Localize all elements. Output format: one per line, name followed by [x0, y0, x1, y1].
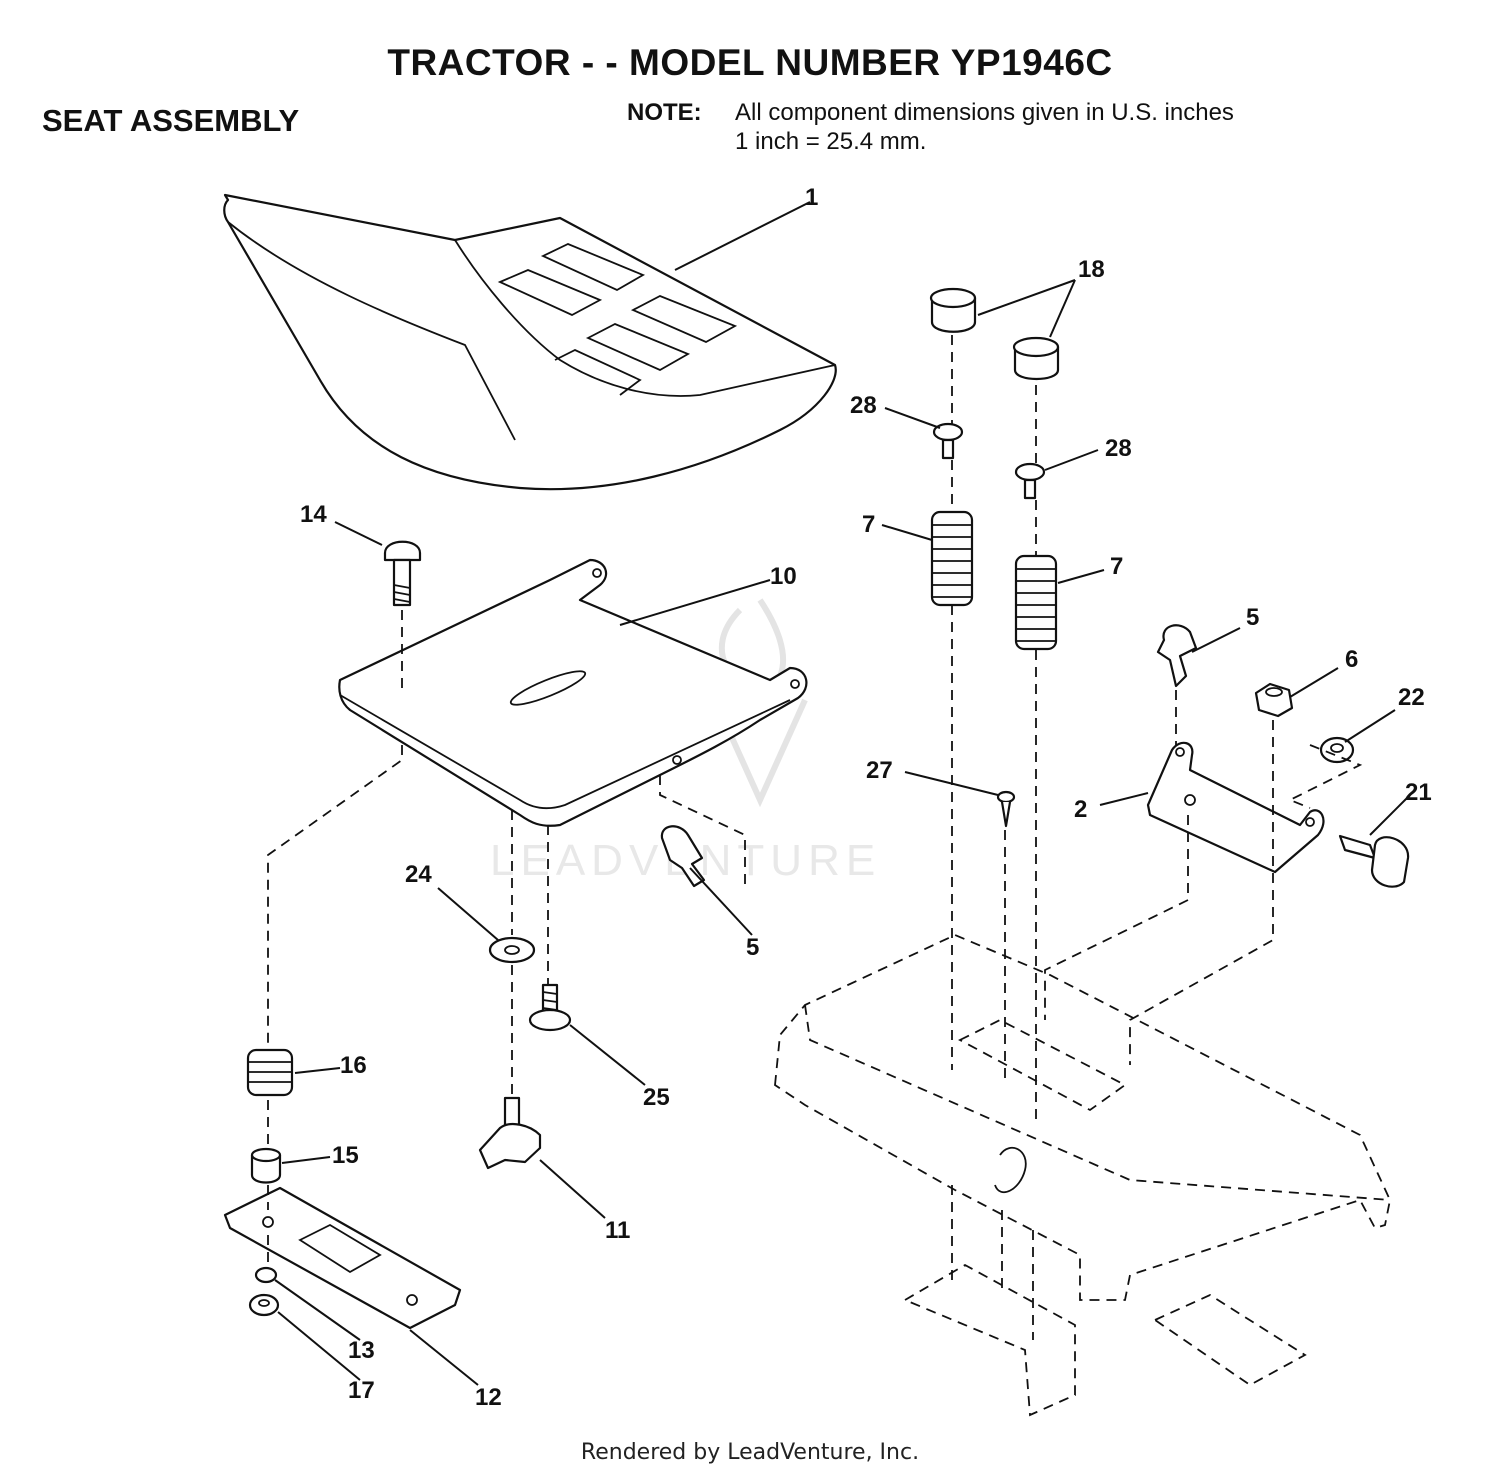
part-shoulder-bolt[interactable] — [1338, 834, 1410, 888]
part-flange-lock-nut[interactable] — [248, 1293, 280, 1317]
footer-credit: Rendered by LeadVenture, Inc. — [580, 1440, 920, 1465]
diagram-title: TRACTOR - - MODEL NUMBER YP1946C — [387, 42, 1113, 83]
part-seat[interactable] — [223, 193, 837, 491]
part-knob[interactable] — [478, 1096, 542, 1170]
part-screw-left[interactable] — [932, 422, 964, 460]
callout-15: 15 — [332, 1142, 359, 1169]
callout-6: 6 — [1345, 646, 1358, 673]
part-spring-left[interactable] — [930, 510, 974, 607]
part-lock-nut[interactable] — [1254, 682, 1294, 718]
note-label: NOTE: — [627, 99, 702, 126]
callout-1: 1 — [805, 184, 818, 211]
part-bushing[interactable] — [250, 1147, 282, 1184]
callout-14: 14 — [300, 501, 327, 528]
callout-13: 13 — [348, 1337, 375, 1364]
part-carriage-bolt[interactable] — [383, 540, 422, 607]
part-spring-right[interactable] — [1014, 554, 1058, 651]
part-small-spring[interactable] — [246, 1048, 294, 1097]
part-flange-nut[interactable] — [1319, 736, 1355, 764]
part-slide-plate[interactable] — [223, 1186, 462, 1330]
part-spacer-left[interactable] — [929, 287, 977, 333]
callout-16: 16 — [340, 1052, 367, 1079]
callout-5-upper: 5 — [1246, 604, 1259, 631]
callout-21: 21 — [1405, 779, 1432, 806]
callout-7-left: 7 — [862, 511, 875, 538]
part-clip-upper[interactable] — [1156, 624, 1198, 688]
part-pin[interactable] — [996, 790, 1016, 828]
callout-5-lower: 5 — [746, 934, 759, 961]
assembly-lines — [267, 335, 1363, 1340]
leader-lines — [274, 201, 1411, 1386]
part-shoulder-screw[interactable] — [528, 983, 572, 1032]
callout-24: 24 — [405, 861, 432, 888]
callout-7-right: 7 — [1110, 553, 1123, 580]
callout-27: 27 — [866, 757, 893, 784]
section-heading: SEAT ASSEMBLY — [42, 103, 300, 138]
callout-11: 11 — [605, 1217, 630, 1244]
note-line-2: 1 inch = 25.4 mm. — [735, 128, 927, 155]
callout-12: 12 — [475, 1384, 502, 1411]
callout-28-right: 28 — [1105, 435, 1132, 462]
callout-17: 17 — [348, 1377, 375, 1404]
part-spacer-right[interactable] — [1012, 336, 1060, 380]
part-screw-right[interactable] — [1014, 462, 1046, 500]
callout-25: 25 — [643, 1084, 670, 1111]
callout-22: 22 — [1398, 684, 1425, 711]
callouts: 1 18 28 28 7 7 14 10 5 5 6 22 27 2 21 24… — [300, 184, 1432, 1411]
part-bracket[interactable] — [1146, 741, 1325, 874]
note-line-1: All component dimensions given in U.S. i… — [735, 99, 1234, 126]
part-small-nut[interactable] — [254, 1266, 278, 1284]
parts-diagram: LEADVENTURE — [223, 184, 1432, 1417]
part-seat-pan[interactable] — [338, 558, 808, 827]
frame-phantom — [774, 934, 1391, 1417]
part-washer[interactable] — [488, 936, 536, 964]
callout-2: 2 — [1074, 796, 1087, 823]
callout-10: 10 — [770, 563, 797, 590]
callout-18: 18 — [1078, 256, 1105, 283]
callout-28-left: 28 — [850, 392, 877, 419]
